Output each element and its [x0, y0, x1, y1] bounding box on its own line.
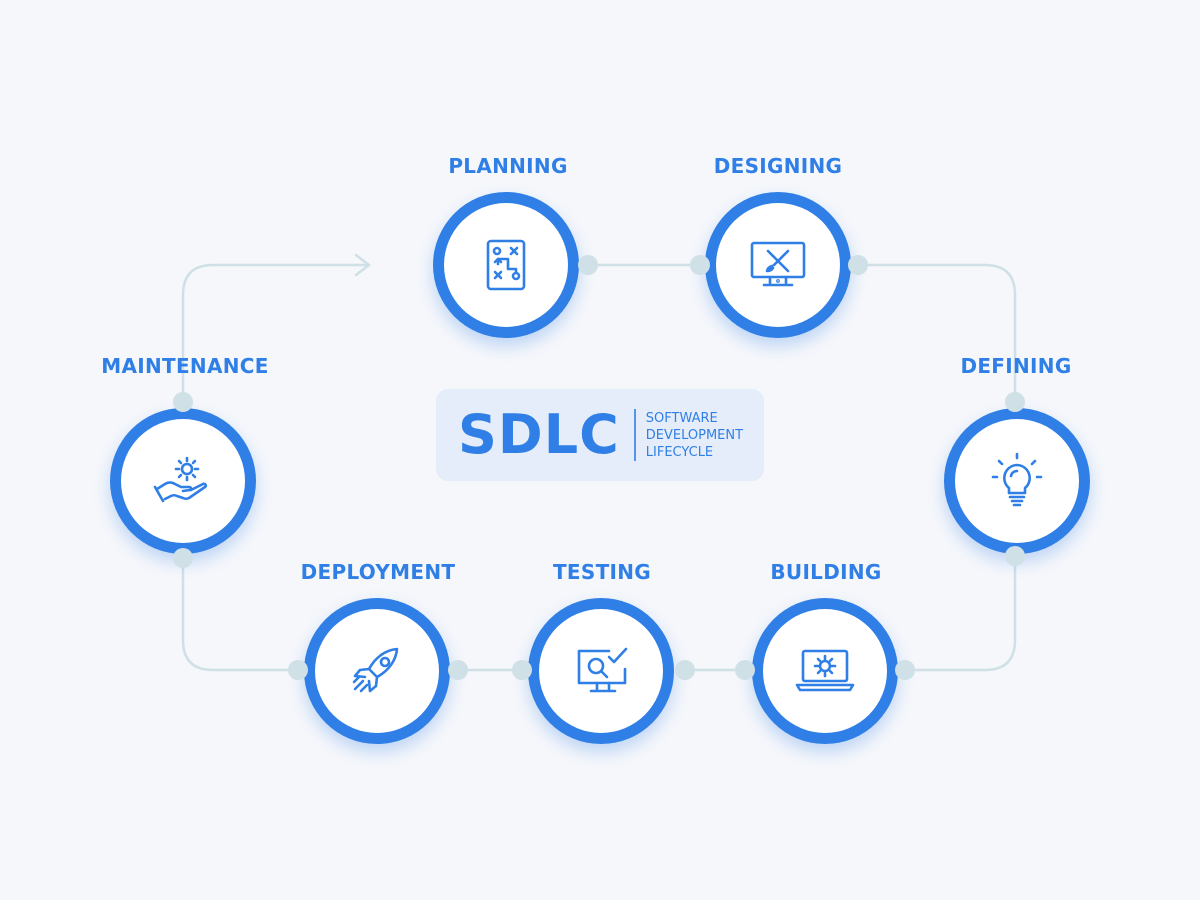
connector-dot — [288, 660, 308, 680]
subtitle-line: DEVELOPMENT — [645, 427, 744, 443]
sdlc-title-card: SDLC SOFTWARE DEVELOPMENT LIFECYCLE — [436, 389, 764, 481]
stage-label-testing: TESTING — [552, 560, 652, 584]
connector-dot — [1005, 392, 1025, 412]
stage-designing — [705, 192, 851, 338]
stage-testing — [528, 598, 674, 744]
lightbulb-icon — [991, 452, 1043, 507]
stage-defining — [944, 408, 1090, 554]
design-monitor-icon — [750, 241, 806, 287]
stage-label-defining: DEFINING — [960, 354, 1072, 378]
stage-label-maintenance: MAINTENANCE — [101, 354, 269, 378]
connector-dot — [895, 660, 915, 680]
stage-label-planning: PLANNING — [448, 154, 568, 178]
laptop-gear-icon — [795, 649, 855, 692]
stage-planning — [433, 192, 579, 338]
stage-maintenance — [110, 408, 256, 554]
stage-building — [752, 598, 898, 744]
connector-dot — [735, 660, 755, 680]
card-divider — [633, 409, 636, 461]
connector-dot — [1005, 546, 1025, 566]
connector-dot — [675, 660, 695, 680]
rocket-icon — [352, 647, 399, 693]
stage-deployment — [304, 598, 450, 744]
connector-dot — [512, 660, 532, 680]
stage-label-designing: DESIGNING — [713, 154, 843, 178]
stage-label-deployment: DEPLOYMENT — [300, 560, 456, 584]
stage-label-building: BUILDING — [770, 560, 882, 584]
connector-dot — [848, 255, 868, 275]
subtitle-line: LIFECYCLE — [645, 444, 714, 460]
connector-dot — [578, 255, 598, 275]
connector-dot — [173, 392, 193, 412]
connector-dot — [690, 255, 710, 275]
sdlc-title: SDLC — [458, 403, 620, 466]
monitor-search-check-icon — [577, 647, 628, 693]
strategy-board-icon — [486, 239, 526, 291]
connector-dot — [173, 548, 193, 568]
connector-dot — [448, 660, 468, 680]
hand-gear-icon — [153, 456, 208, 503]
sdlc-subtitle: SOFTWARE DEVELOPMENT LIFECYCLE — [646, 410, 743, 461]
subtitle-line: SOFTWARE — [645, 410, 718, 426]
